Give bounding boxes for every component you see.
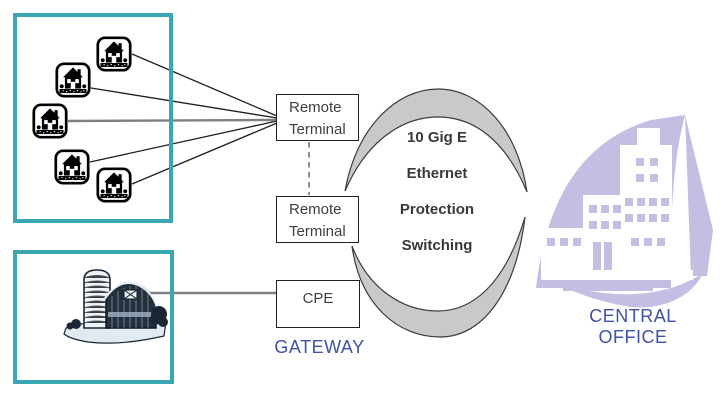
- ring-line-3: Protection: [399, 201, 475, 218]
- house-icon: [54, 149, 90, 185]
- homes-group-box: [13, 13, 173, 223]
- house-icon: [96, 36, 132, 72]
- house-icon: [96, 167, 132, 203]
- ring-line-4: Switching: [401, 237, 473, 254]
- gateway-label: GATEWAY: [274, 337, 365, 357]
- farm-group-box: [13, 250, 174, 384]
- house-icon: [32, 103, 68, 139]
- remote-terminal-1-node: Remote Terminal: [276, 94, 359, 141]
- remote-terminal-1-label: Remote Terminal: [289, 99, 346, 138]
- protection-ring: [344, 88, 528, 338]
- ring-line-1: 10 Gig E: [406, 129, 468, 146]
- office-building-icon: [536, 115, 713, 308]
- barn-icon: [63, 269, 168, 344]
- ring-bottom-crescent: [351, 216, 526, 338]
- remote-terminal-2-label: Remote Terminal: [289, 201, 346, 240]
- remote-terminal-2-node: Remote Terminal: [276, 196, 359, 243]
- house-icon: [55, 62, 91, 98]
- cpe-label: CPE: [302, 290, 334, 307]
- ring-top-crescent: [344, 88, 528, 193]
- cpe-node: CPE: [276, 280, 360, 328]
- home-access-lines: [89, 53, 278, 185]
- ring-text: 10 Gig E Ethernet Protection Switching: [375, 128, 499, 272]
- central-office-label: CENTRAL OFFICE: [589, 306, 677, 347]
- ring-line-2: Ethernet: [406, 165, 468, 182]
